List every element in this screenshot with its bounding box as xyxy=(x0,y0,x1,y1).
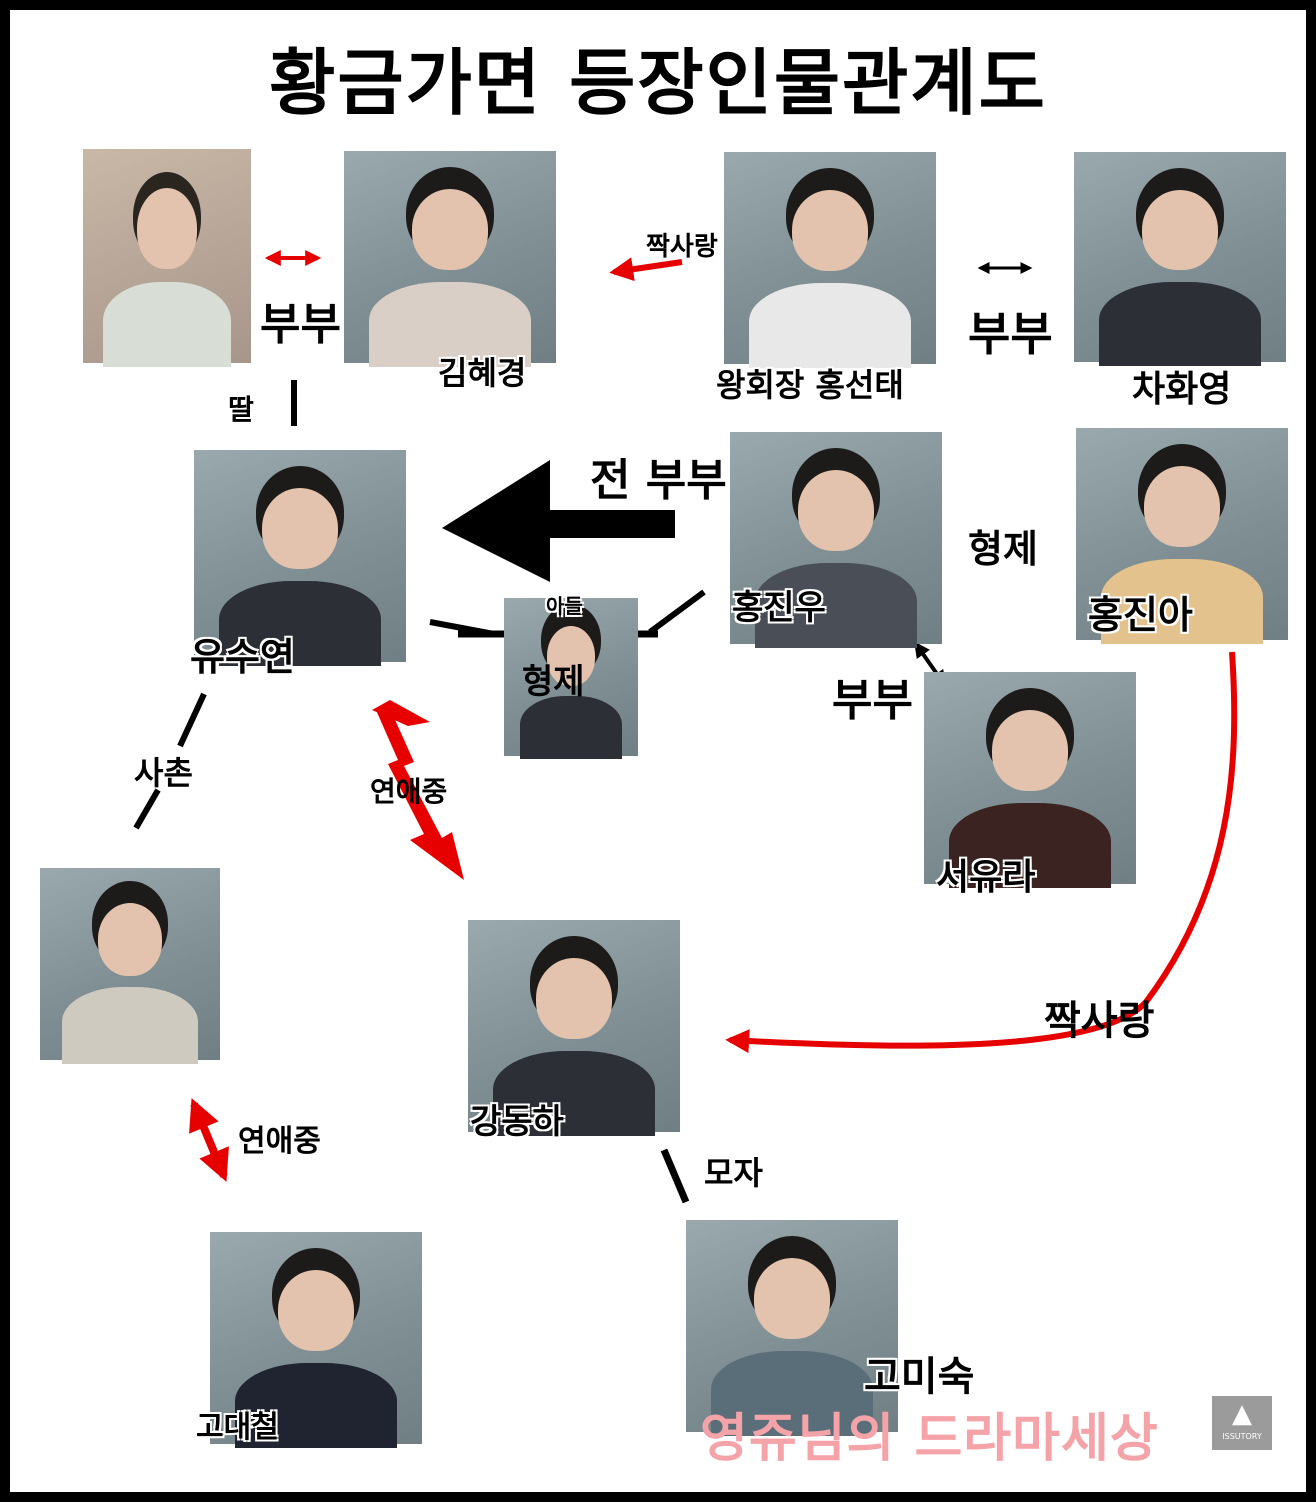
photo-seoyura xyxy=(924,672,1136,889)
name-hongjina: 홍진아 xyxy=(1088,593,1193,637)
name-hongseontae: 왕회장 홍선태 xyxy=(716,366,904,404)
name-kimhyekyung: 김혜경 xyxy=(438,354,527,392)
name-seoyura: 서유라 xyxy=(936,857,1036,898)
photo-gomisuk xyxy=(686,1220,898,1437)
dating1-arrow xyxy=(376,704,464,880)
name-hongjinwoo: 홍진우 xyxy=(732,588,826,628)
page-title: 황금가면 등장인물관계도 xyxy=(269,41,1047,125)
photo-kangdongha xyxy=(468,920,680,1137)
son-line-right xyxy=(648,589,706,635)
name-godaecheol: 고대철 xyxy=(196,1410,279,1445)
rel-cousin: 사촌 xyxy=(134,754,193,792)
name-gomisuk: 고미숙 xyxy=(864,1354,975,1400)
logo-text: ISSUTORY xyxy=(1222,1432,1262,1441)
rel-crush2: 짝사랑 xyxy=(1044,998,1155,1044)
photo-person-1 xyxy=(83,149,251,368)
rel-dating1: 연애중 xyxy=(370,775,448,808)
rel-siblings1: 형제 xyxy=(968,527,1038,571)
relationship-diagram: 황금가면 등장인물관계도 xyxy=(10,10,1306,1492)
rel-siblings2: 형제 xyxy=(522,662,585,702)
photo-kimhyekyung xyxy=(344,151,556,368)
photo-cousin xyxy=(40,868,220,1064)
dating2-arrow xyxy=(189,1098,229,1182)
rel-dating2: 연애중 xyxy=(238,1124,321,1159)
name-yusuyeon: 유수연 xyxy=(190,635,295,679)
name-kangdongha: 강동하 xyxy=(470,1102,564,1142)
rel-mother-son: 모자 xyxy=(704,1154,763,1192)
rel-daughter: 딸 xyxy=(228,393,254,426)
watermark-text: 영쥬님의 드라마세상 xyxy=(700,1409,1159,1469)
photo-yusuyeon xyxy=(194,450,406,667)
site-logo-icon: ▲ISSUTORY xyxy=(1212,1396,1272,1450)
rel-ex-couple: 전 부부 xyxy=(590,455,727,506)
photo-chahwayoung xyxy=(1074,152,1286,367)
cousin-line-top xyxy=(177,692,207,748)
name-son: 아들 xyxy=(546,594,583,618)
photo-hongjina xyxy=(1076,428,1288,645)
rel-couple1: 부부 xyxy=(260,299,341,350)
crush2-curve xyxy=(725,651,1238,1054)
photo-hongjinwoo xyxy=(730,432,942,649)
photo-hongseontae xyxy=(724,152,936,369)
rel-couple3: 부부 xyxy=(832,675,913,726)
photo-godaecheol xyxy=(210,1232,422,1449)
crush1-arrow xyxy=(609,257,683,282)
name-chahwayoung: 차화영 xyxy=(1132,369,1232,410)
rel-couple2: 부부 xyxy=(968,307,1053,361)
photo-son xyxy=(504,598,638,760)
ex-couple-arrow xyxy=(442,460,675,582)
mother-son-line xyxy=(660,1148,690,1204)
cousin-line-bottom xyxy=(133,788,161,830)
rel-crush1: 짝사랑 xyxy=(646,232,718,262)
